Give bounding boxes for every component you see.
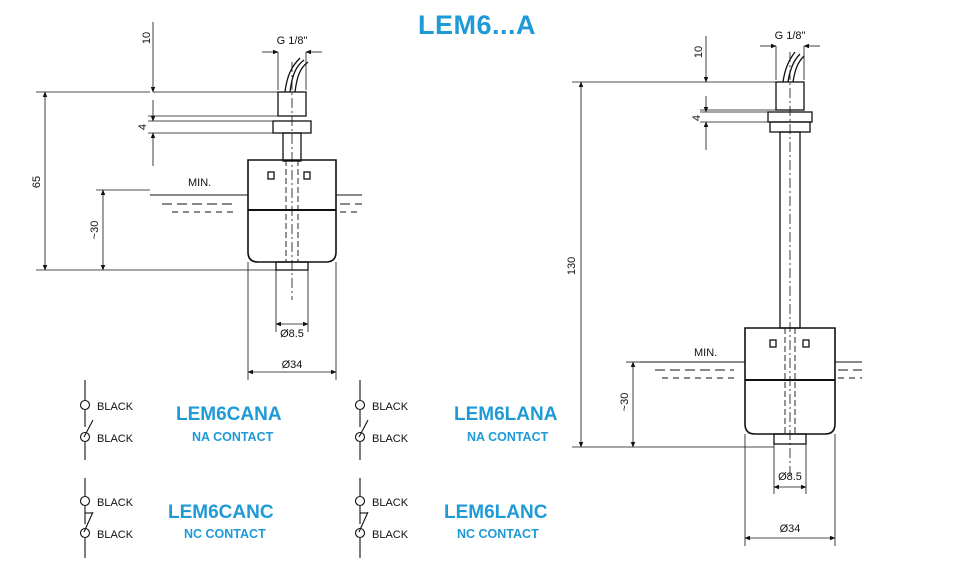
wire-label: BLACK [97, 401, 134, 413]
left-float-drawing [36, 22, 362, 380]
contact-nc-left-schematic [79, 478, 94, 558]
left-dia-large: Ø34 [282, 359, 303, 371]
right-dia-small: Ø8.5 [778, 471, 802, 483]
contact-type-lem6cana: NA CONTACT [192, 430, 274, 444]
wire-label: BLACK [97, 433, 134, 445]
wire-label: BLACK [372, 433, 409, 445]
model-lem6lanc: LEM6LANC [444, 502, 548, 523]
left-dia-small: Ø8.5 [280, 328, 304, 340]
left-dim-top: 10 [141, 32, 153, 44]
contact-type-lem6lana: NA CONTACT [467, 430, 549, 444]
wire-label: BLACK [372, 529, 409, 541]
wire-label: BLACK [97, 497, 134, 509]
right-float-drawing [572, 36, 862, 546]
right-thread-label: G 1/8" [775, 30, 806, 42]
right-dim-length: 130 [566, 257, 578, 275]
left-thread-label: G 1/8" [277, 35, 308, 47]
wire-label: BLACK [97, 529, 134, 541]
model-lem6canc: LEM6CANC [168, 502, 274, 523]
right-min-label: MIN. [694, 347, 717, 359]
right-dim-nut: 4 [691, 115, 703, 121]
wire-label: BLACK [372, 401, 409, 413]
model-lem6cana: LEM6CANA [176, 404, 282, 425]
left-dim-level: ~30 [89, 221, 101, 240]
right-dim-top: 10 [693, 46, 705, 58]
model-lem6lana: LEM6LANA [454, 404, 558, 425]
page-title: LEM6...A [418, 10, 537, 40]
contact-type-lem6lanc: NC CONTACT [457, 527, 539, 541]
contact-na-right-schematic [354, 380, 369, 460]
contact-na-left-schematic [79, 380, 94, 460]
wire-label: BLACK [372, 497, 409, 509]
left-dim-nut: 4 [137, 124, 149, 130]
left-dim-length: 65 [31, 176, 43, 188]
contact-type-lem6canc: NC CONTACT [184, 527, 266, 541]
left-min-label: MIN. [188, 177, 211, 189]
right-dim-level: ~30 [619, 393, 631, 412]
right-dia-large: Ø34 [780, 523, 801, 535]
contact-nc-right-schematic [354, 478, 369, 558]
